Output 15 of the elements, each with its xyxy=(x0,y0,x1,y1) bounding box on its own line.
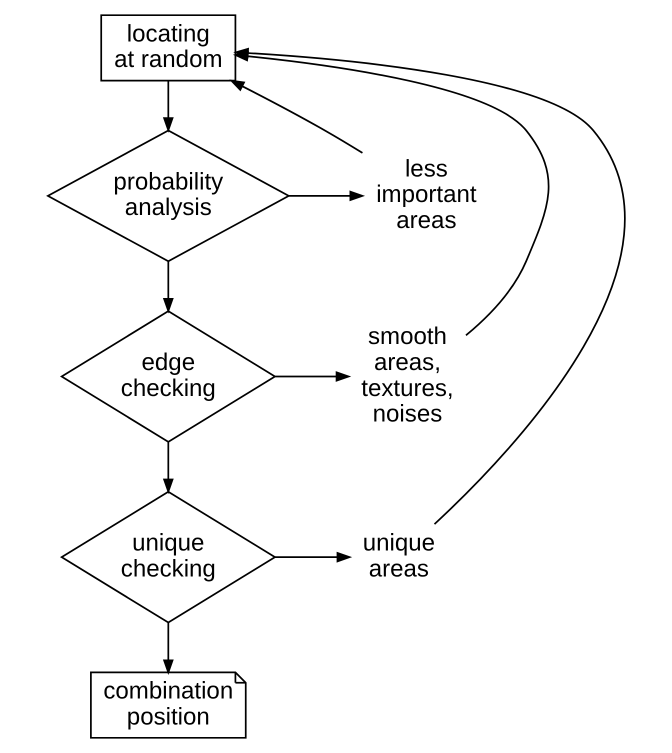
arrow xyxy=(228,80,362,154)
arrow xyxy=(162,262,174,314)
arrow xyxy=(274,552,352,563)
arrow xyxy=(162,622,174,675)
node-diamond: unique checking xyxy=(60,490,276,624)
node-text: unique areas xyxy=(362,530,435,582)
arrow xyxy=(274,371,351,382)
node-box: locating at random xyxy=(100,14,236,82)
node-diamond: edge checking xyxy=(60,310,276,443)
node-text: smooth areas, textures, noises xyxy=(360,323,454,428)
node-text: less important areas xyxy=(376,155,476,234)
node-diamond: probability analysis xyxy=(46,130,290,262)
arrow xyxy=(288,190,365,202)
arrow xyxy=(162,80,174,133)
arrow xyxy=(162,442,174,494)
